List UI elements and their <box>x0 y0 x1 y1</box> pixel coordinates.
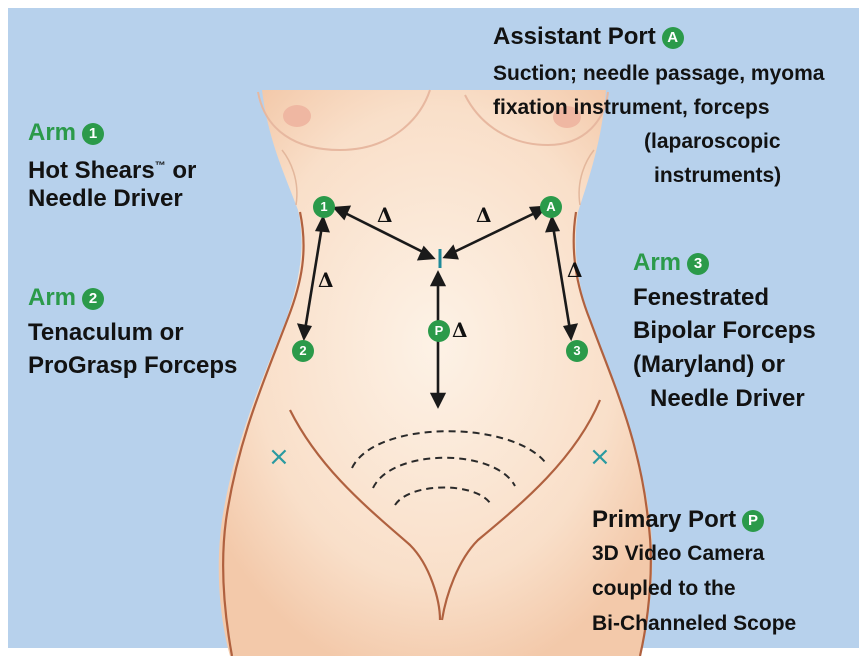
cross-marker-left: × <box>268 444 290 470</box>
delta-center-primary: Δ <box>452 318 468 342</box>
arm1-title: Arm <box>28 119 76 146</box>
assistant-port-line-4: instruments) <box>654 163 781 189</box>
port-arm1-marker: 1 <box>313 196 335 218</box>
torso-body <box>219 90 653 656</box>
arm2-line-1: Tenaculum or <box>28 318 184 347</box>
arm1-or: or <box>166 157 197 184</box>
arm2-heading: Arm 2 <box>28 283 104 312</box>
arm3-title: Arm <box>633 249 681 276</box>
nipple-left <box>283 105 311 127</box>
primary-port-title: Primary Port <box>592 506 736 533</box>
arm3-badge: 3 <box>687 253 709 275</box>
arm3-line-3: (Maryland) or <box>633 350 785 379</box>
primary-port-line-1: 3D Video Camera <box>592 541 764 567</box>
arm3-line-1: Fenestrated <box>633 283 769 312</box>
arm3-line-4: Needle Driver <box>650 384 805 413</box>
primary-port-badge: P <box>742 510 764 532</box>
arm3-line-2: Bipolar Forceps <box>633 316 816 345</box>
arm2-title: Arm <box>28 284 76 311</box>
assistant-port-badge: A <box>662 27 684 49</box>
arm1-heading: Arm 1 <box>28 118 104 147</box>
cross-marker-right: × <box>589 444 611 470</box>
arm2-badge: 2 <box>82 288 104 310</box>
primary-port-line-2: coupled to the <box>592 576 736 602</box>
arm1-instrument: Hot Shears <box>28 157 155 184</box>
arm1-trademark: ™ <box>155 160 166 172</box>
arm1-badge: 1 <box>82 123 104 145</box>
arm1-line-2: Needle Driver <box>28 184 183 213</box>
port-arm3-marker: 3 <box>566 340 588 362</box>
port-arm2-marker: 2 <box>292 340 314 362</box>
delta-center-assistant: Δ <box>476 203 492 227</box>
assistant-port-line-2: fixation instrument, forceps <box>493 95 770 121</box>
arm2-line-2: ProGrasp Forceps <box>28 351 237 380</box>
port-assistant-marker: A <box>540 196 562 218</box>
delta-assistant-arm3: Δ <box>567 258 583 282</box>
assistant-port-heading: Assistant Port A <box>493 22 684 51</box>
delta-arm1-center: Δ <box>377 203 393 227</box>
primary-port-heading: Primary Port P <box>592 505 764 534</box>
arm1-line-1: Hot Shears™ or <box>28 152 196 185</box>
port-primary-marker: P <box>428 320 450 342</box>
assistant-port-line-1: Suction; needle passage, myoma <box>493 61 824 87</box>
assistant-port-line-3: (laparoscopic <box>644 129 781 155</box>
primary-port-line-3: Bi-Channeled Scope <box>592 611 796 637</box>
assistant-port-title: Assistant Port <box>493 23 656 50</box>
delta-arm1-arm2: Δ <box>318 268 334 292</box>
arm3-heading: Arm 3 <box>633 248 709 277</box>
